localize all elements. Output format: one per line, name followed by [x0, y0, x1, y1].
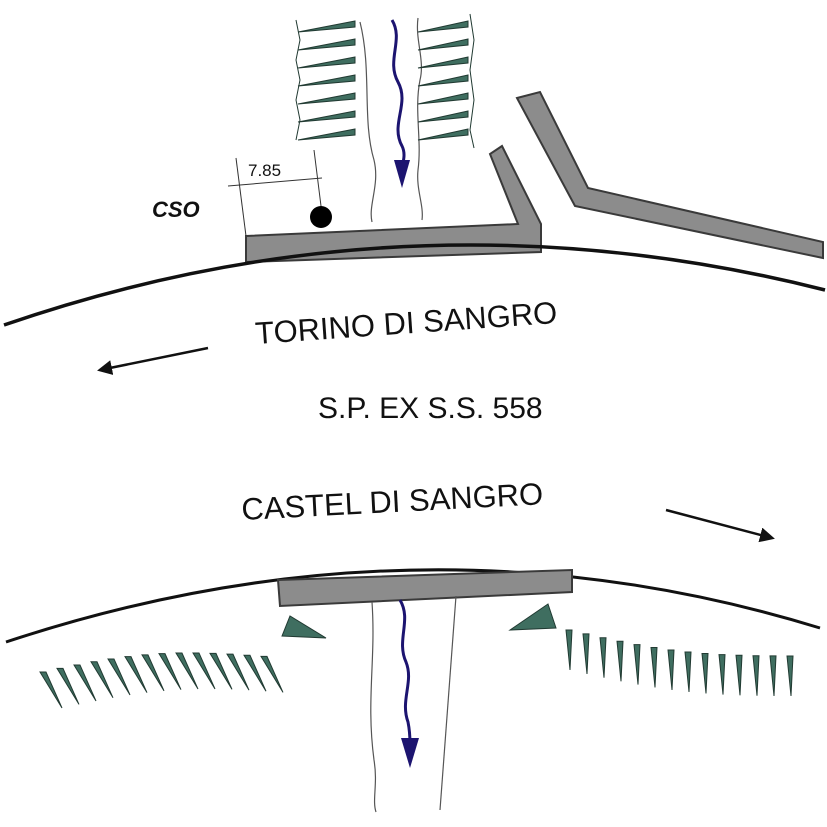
- slope-tooth: [701, 652, 709, 694]
- arrowhead-down-icon: [394, 160, 410, 188]
- upper-culvert: [245, 144, 542, 264]
- slope-tooth: [417, 128, 469, 141]
- slope-tooth: [192, 652, 216, 690]
- slope-tooth: [209, 652, 233, 690]
- slope-tooth: [667, 649, 675, 690]
- slope-tooth: [297, 92, 356, 105]
- wavy-arrow-down-icon: [398, 599, 412, 745]
- slope-tooth: [582, 633, 590, 674]
- slope-tooth: [243, 654, 267, 692]
- upper-culvert-headwall: [245, 144, 542, 264]
- slope-tooth: [786, 655, 794, 697]
- slope-tooth: [616, 640, 624, 682]
- slope-tooth: [417, 38, 469, 51]
- slope-tooth: [769, 655, 777, 696]
- slope-tooth: [175, 652, 199, 690]
- lower-channel-right-bank: [439, 595, 457, 811]
- slope-tooth: [281, 615, 327, 639]
- upper-channel-right-bank: [416, 17, 423, 221]
- slope-tooth: [417, 56, 469, 69]
- slope-tooth: [39, 671, 63, 709]
- slope-tooth: [650, 646, 658, 688]
- side-drain: [515, 90, 824, 260]
- slope-hatch-upper-left: [295, 19, 356, 141]
- slope-tooth: [158, 653, 182, 690]
- arrow-icon: [97, 346, 209, 375]
- direction-label-top: TORINO DI SANGRO: [254, 295, 558, 351]
- slope-tooth: [107, 658, 131, 696]
- slope-tooth: [752, 655, 760, 696]
- slope-tooth: [297, 38, 356, 51]
- direction-label-bottom: CASTEL DI SANGRO: [241, 476, 544, 527]
- slope-spine: [469, 13, 475, 149]
- slope-tooth: [417, 20, 469, 33]
- slope-tooth: [260, 655, 284, 693]
- slope-tooth: [141, 654, 165, 692]
- lower-culvert-headwall: [276, 568, 573, 608]
- slope-hatch-lower-right: [508, 603, 794, 697]
- wavy-arrow-down-icon: [390, 19, 406, 169]
- slope-tooth: [297, 74, 356, 87]
- road-name-label: S.P. EX S.S. 558: [318, 392, 543, 425]
- lower-channel-left-bank: [370, 601, 377, 813]
- slope-tooth: [56, 667, 80, 705]
- dimension-extension-left: [235, 157, 247, 237]
- slope-tooth: [599, 637, 607, 678]
- slope-tooth: [633, 644, 641, 685]
- slope-tooth: [735, 654, 743, 696]
- slope-tooth: [297, 128, 356, 141]
- slope-spine: [295, 19, 301, 141]
- cso-label: CSO: [152, 197, 200, 222]
- upper-flow-arrow: [390, 19, 410, 188]
- road-edge-top: [3, 243, 826, 327]
- dimension-line: [227, 177, 323, 187]
- slope-tooth: [90, 661, 114, 699]
- upper-channel: [359, 17, 423, 223]
- arrowhead-down-icon: [401, 738, 419, 768]
- slope-tooth: [297, 110, 356, 123]
- dimension-marker: [227, 149, 323, 237]
- slope-tooth: [124, 656, 148, 693]
- road-edge-bottom: [5, 568, 821, 644]
- filled-circle-icon: [310, 206, 332, 228]
- slope-tooth: [226, 653, 250, 691]
- slope-tooth: [718, 654, 726, 695]
- slope-tooth: [684, 651, 692, 692]
- slope-tooth: [297, 56, 356, 69]
- lower-flow-arrow: [398, 599, 419, 768]
- slope-tooth: [297, 20, 356, 33]
- lower-channel: [370, 595, 457, 813]
- slope-tooth: [73, 664, 97, 702]
- arrow-icon: [665, 508, 775, 543]
- dimension-extension-right: [313, 149, 323, 215]
- slope-tooth: [417, 110, 469, 123]
- slope-hatch-upper-right: [417, 13, 475, 149]
- slope-tooth: [417, 74, 469, 87]
- dimension-label: 7.85: [248, 161, 281, 180]
- slope-tooth: [565, 629, 573, 671]
- slope-tooth: [508, 603, 557, 631]
- slope-tooth: [417, 92, 469, 105]
- slope-hatch-lower-left: [39, 615, 327, 709]
- upper-channel-left-bank: [359, 21, 377, 223]
